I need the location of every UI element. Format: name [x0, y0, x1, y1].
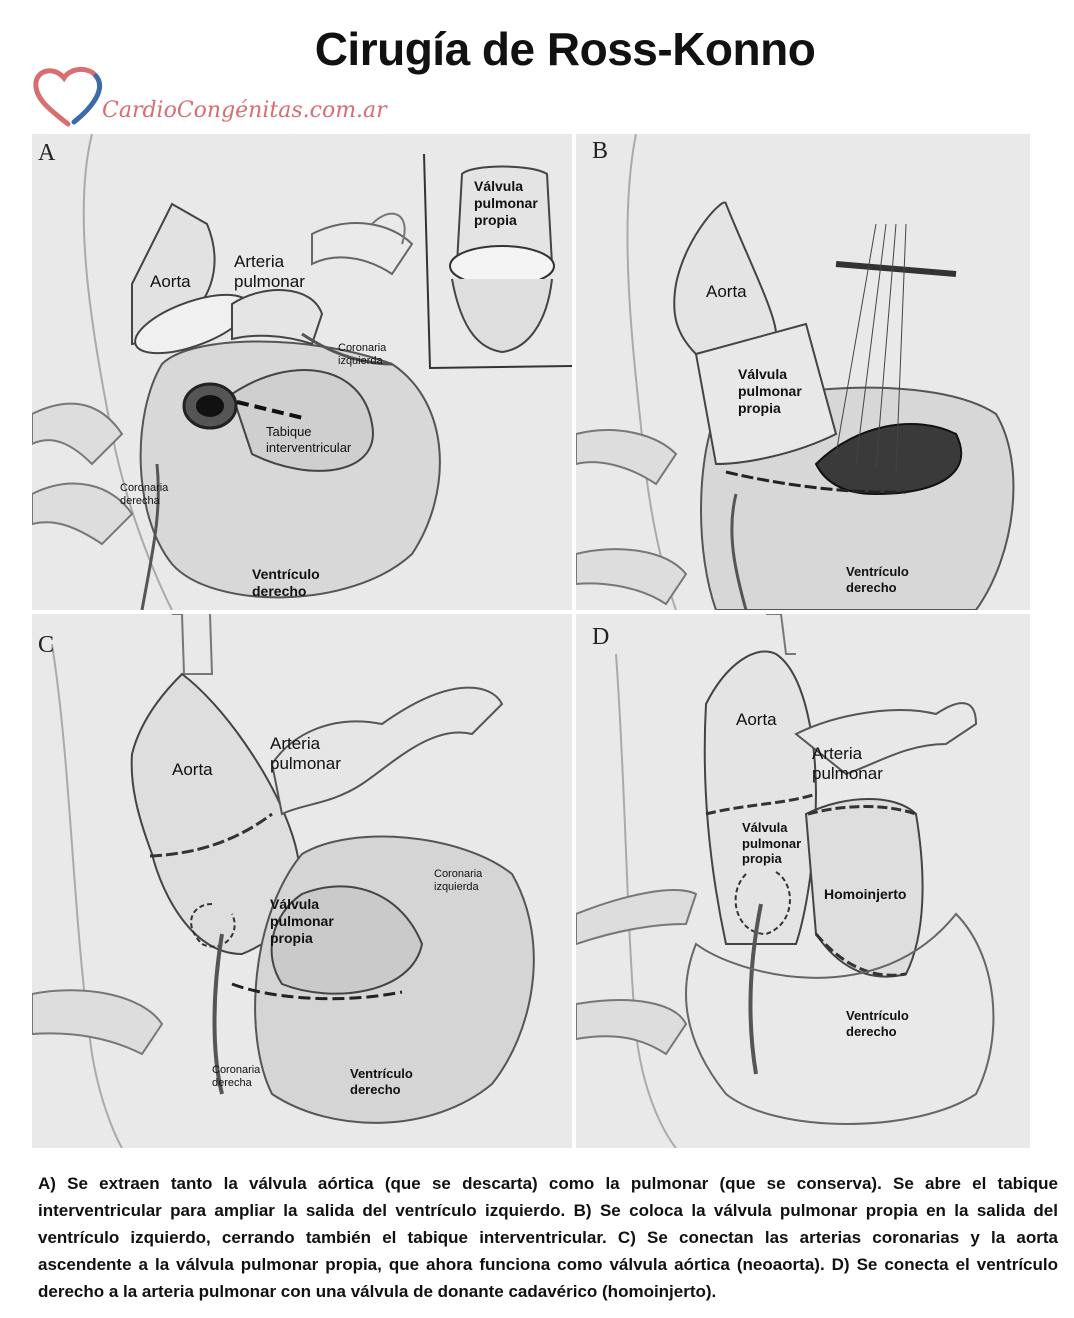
panel-letter-d: D: [592, 624, 610, 650]
panel-c-drawing: [32, 614, 535, 1148]
page-title: Cirugía de Ross-Konno: [314, 23, 816, 75]
figure-caption: A) Se extraen tanto la válvula aórtica (…: [38, 1174, 1058, 1301]
label-aorta: Aorta: [706, 282, 747, 301]
panel-a-drawing: [32, 134, 572, 610]
label-aorta: Aorta: [150, 272, 191, 291]
label-valvula-pulmonar-propia: Válvula pulmonar propia: [742, 820, 802, 867]
label-valvula-pulmonar-propia: Válvula pulmonar propia: [270, 896, 334, 946]
label-homoinjerto: Homoinjerto: [824, 886, 907, 902]
label-ventriculo-derecho: Ventrículo derecho: [252, 566, 320, 599]
panel-letter-a: A: [38, 140, 56, 166]
label-aorta: Aorta: [172, 760, 213, 779]
panel-letter-c: C: [38, 632, 55, 658]
logo-text: CardioCongénitas.com.ar: [102, 98, 387, 123]
panel-b: B Aorta Válvula pulmonar propia Ventrícu…: [576, 134, 1030, 610]
label-coronaria-derecha: Coronaria derecha: [212, 1064, 261, 1090]
label-arteria-pulmonar: Arteria pulmonar: [270, 734, 341, 774]
panel-d: D Aorta Arteria pulmonar Válvula pulmona…: [576, 614, 1030, 1148]
panel-c: C Aorta Arteria pulmonar Coronaria izqui…: [32, 614, 572, 1148]
panel-b-drawing: [576, 134, 1015, 610]
label-coronaria-derecha: Coronaria derecha: [120, 482, 169, 508]
label-valvula-pulmonar-propia: Válvula pulmonar propia: [738, 366, 802, 416]
heart-logo-icon: [33, 67, 103, 127]
label-aorta: Aorta: [736, 710, 777, 729]
label-coronaria-izquierda: Coronaria izquierda: [434, 868, 483, 894]
label-arteria-pulmonar: Arteria pulmonar: [234, 252, 305, 292]
label-arteria-pulmonar: Arteria pulmonar: [812, 744, 883, 784]
label-tabique-interventricular: Tabique interventricular: [266, 424, 352, 455]
label-ventriculo-derecho: Ventrículo derecho: [350, 1066, 413, 1097]
label-coronaria-izquierda: Coronaria izquierda: [338, 342, 387, 368]
panel-a: A Aorta Arteria pulmonar Válvula pulmona…: [32, 134, 572, 610]
cardiocongenitas-logo: CardioCongénitas.com.ar: [30, 64, 387, 128]
panel-letter-b: B: [592, 138, 609, 164]
label-ventriculo-derecho: Ventrículo derecho: [846, 1008, 909, 1039]
label-ventriculo-derecho: Ventrículo derecho: [846, 564, 909, 595]
panel-d-drawing: [576, 614, 995, 1148]
label-valvula-pulmonar-propia: Válvula pulmonar propia: [474, 178, 538, 228]
